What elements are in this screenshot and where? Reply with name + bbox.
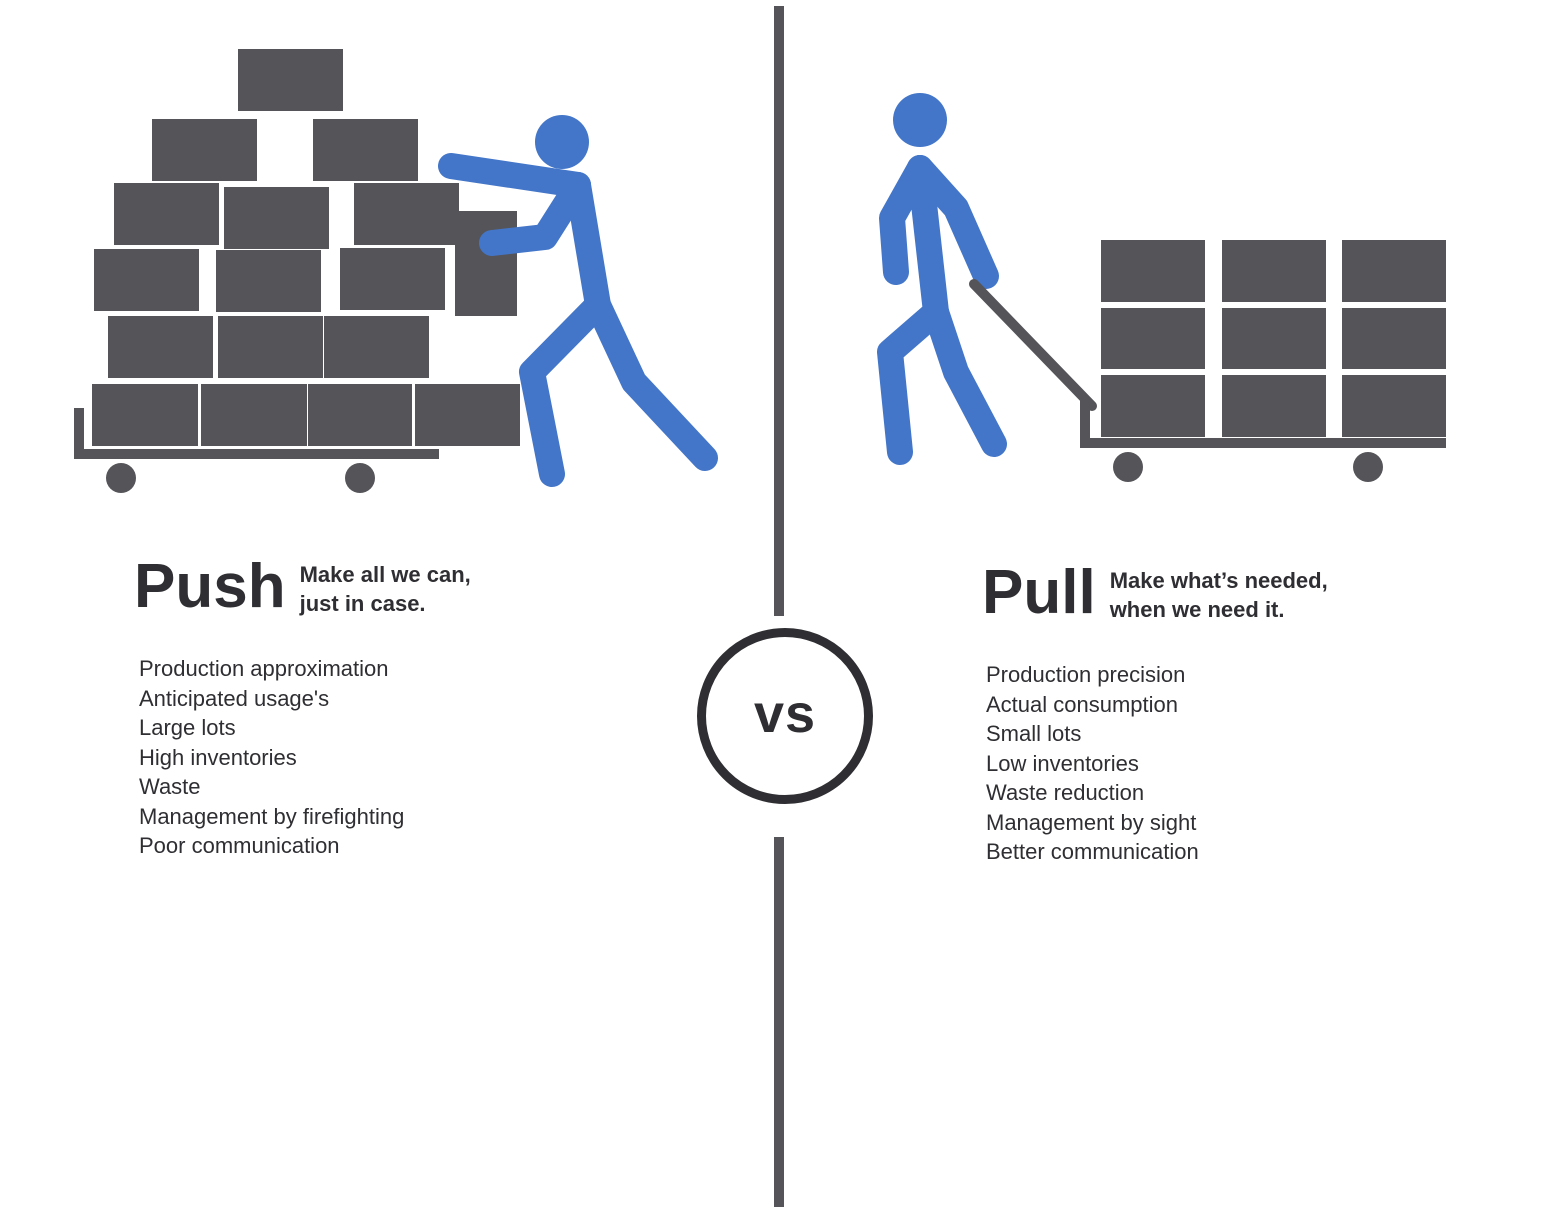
divider-line-bottom — [774, 837, 784, 1207]
pull-attribute-list: Production precision Actual consumption … — [986, 660, 1199, 867]
pull-heading: Pull Make what’s needed, when we need it… — [982, 562, 1328, 624]
pull-cart-wheel-right — [1353, 452, 1383, 482]
push-tagline: Make all we can, just in case. — [299, 562, 471, 616]
push-title: Push — [134, 552, 286, 621]
pull-title: Pull — [982, 558, 1096, 627]
pull-cart-handle — [969, 279, 1097, 411]
versus-label: vs — [753, 684, 817, 744]
pushing-person-icon — [438, 115, 718, 487]
list-item: High inventories — [139, 744, 297, 770]
divider-line-top — [774, 6, 784, 616]
list-item: Waste reduction — [986, 780, 1145, 805]
push-cart-wheel-left — [106, 463, 136, 493]
list-item: Management by firefighting — [139, 803, 405, 829]
push-box-stack — [92, 49, 520, 446]
push-heading: Push Make all we can, just in case. — [134, 556, 471, 618]
list-item: Small lots — [986, 721, 1082, 746]
push-cart-handle — [74, 408, 84, 456]
pull-tagline: Make what’s needed, when we need it. — [1109, 568, 1328, 622]
versus-badge: vs — [697, 628, 873, 804]
push-attribute-list: Production approximation Anticipated usa… — [139, 654, 404, 861]
list-item: Anticipated usage's — [139, 685, 330, 711]
pulling-person-icon — [877, 93, 1007, 465]
list-item: Low inventories — [986, 750, 1139, 776]
list-item: Production precision — [986, 662, 1186, 687]
pull-cart-wheel-left — [1113, 452, 1143, 482]
list-item: Large lots — [139, 715, 236, 740]
list-item: Better communication — [986, 839, 1199, 864]
pull-box-stack — [1101, 240, 1446, 437]
list-item: Management by sight — [986, 809, 1197, 835]
pull-cart-base — [1080, 438, 1446, 448]
push-cart-base — [74, 449, 439, 459]
push-cart-icon — [74, 49, 520, 493]
pull-cart-icon — [969, 240, 1446, 482]
list-item: Poor communication — [139, 833, 340, 858]
list-item: Actual consumption — [986, 691, 1178, 717]
list-item: Production approximation — [139, 656, 389, 681]
list-item: Waste — [139, 774, 201, 799]
push-cart-wheel-right — [345, 463, 375, 493]
